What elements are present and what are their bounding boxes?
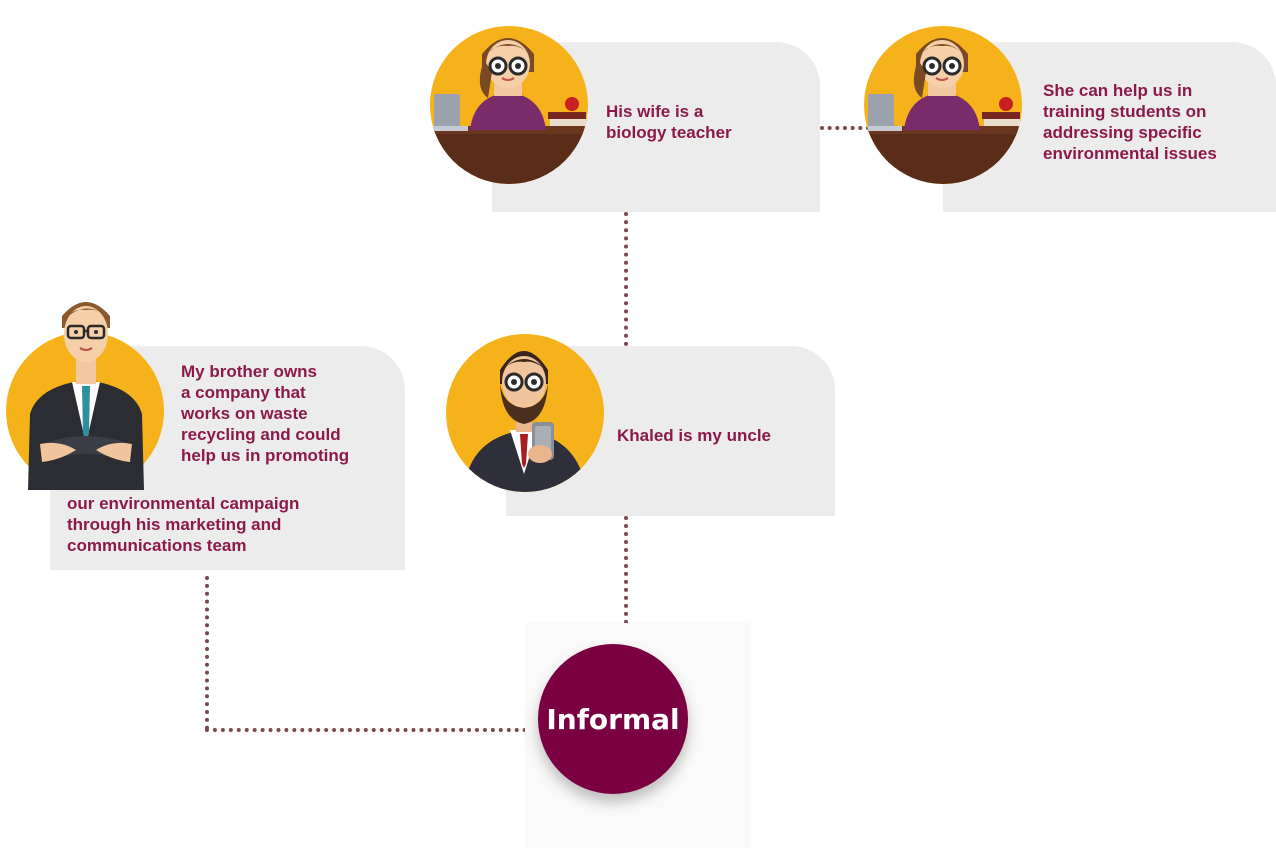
uncle-text: Khaled is my uncle [617, 426, 771, 445]
teacher-avatar-icon [430, 26, 588, 184]
connector-wife-help [820, 126, 870, 130]
brother-line-7: through his marketing and [67, 515, 282, 534]
connector-brother-down [205, 576, 209, 730]
connector-brother-hub [205, 728, 535, 732]
informal-hub: Informal [538, 644, 688, 794]
brother-line-6: our environmental campaign [67, 494, 300, 513]
brother-line-3: works on waste [181, 404, 308, 423]
brother-line-5: help us in promoting [181, 446, 350, 465]
businessman-avatar-icon [20, 294, 152, 490]
brother-line-8: communications team [67, 536, 247, 555]
connector-uncle-hub [624, 516, 628, 640]
help-text: She can help us in training students on … [1043, 81, 1217, 163]
brother-line-2: a company that [181, 383, 306, 402]
brother-line-1: My brother owns [181, 362, 318, 381]
brother-line-4: recycling and could [181, 425, 341, 444]
bearded-man-avatar-icon [446, 334, 604, 492]
connector-wife-uncle [624, 212, 628, 346]
hub-label: Informal [546, 702, 680, 736]
teacher-avatar-icon [864, 26, 1022, 184]
wife-text: His wife is a biology teacher [606, 102, 732, 142]
